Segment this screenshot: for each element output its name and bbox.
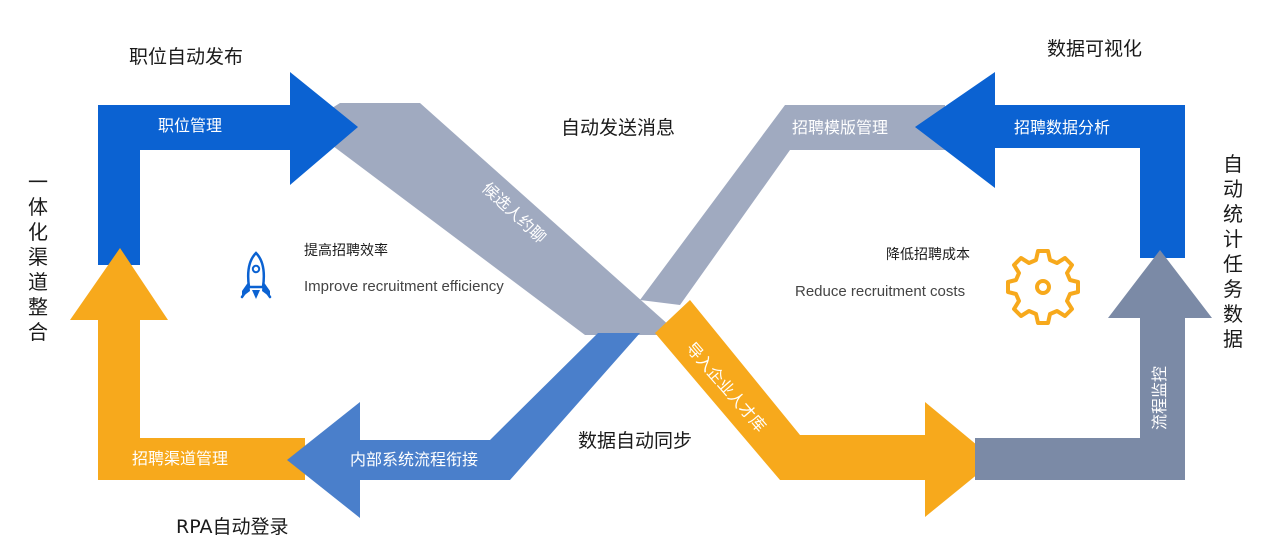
data-analysis-label: 招聘数据分析 [1014, 118, 1111, 137]
rocket-icon [240, 251, 272, 299]
improve-efficiency-cn: 提高招聘效率 [304, 243, 388, 259]
data-auto-sync-label: 数据自动同步 [578, 430, 693, 452]
reduce-cost-cn: 降低招聘成本 [886, 247, 970, 263]
reduce-cost-en: Reduce recruitment costs [795, 283, 966, 300]
auto-task-stats-char: 统 [1223, 202, 1243, 226]
integrated-channel-label: 一体化渠道整合 [28, 170, 48, 345]
gear-icon [1006, 249, 1080, 325]
integrated-channel-char: 体 [28, 195, 48, 219]
import-talent-arrow [925, 402, 995, 517]
auto-task-stats-char: 计 [1223, 227, 1243, 251]
job-management-label: 职位管理 [158, 116, 223, 135]
auto-task-stats-char: 自 [1223, 152, 1243, 176]
internal-process-arrow [287, 402, 360, 518]
auto-task-stats-char: 动 [1223, 177, 1243, 201]
integrated-channel-char: 道 [28, 270, 48, 294]
auto-task-stats-char: 数 [1223, 302, 1243, 326]
auto-send-message-label: 自动发送消息 [561, 117, 676, 139]
template-management-band [640, 105, 945, 305]
integrated-channel-char: 化 [28, 220, 48, 244]
auto-task-stats-label: 自动统计任务数据 [1223, 152, 1243, 352]
job-management-arrow [98, 72, 358, 265]
process-monitor-label: 流程监控 [1150, 365, 1169, 430]
integrated-channel-char: 整 [28, 295, 48, 319]
import-talent-band [655, 300, 930, 480]
template-management-label: 招聘模版管理 [792, 118, 889, 137]
channel-management-arrow [70, 248, 305, 480]
channel-management-label: 招聘渠道管理 [132, 449, 229, 468]
candidate-invite-band [305, 103, 680, 335]
improve-efficiency-en: Improve recruitment efficiency [304, 278, 504, 295]
integrated-channel-char: 一 [28, 170, 48, 194]
auto-task-stats-char: 据 [1223, 327, 1243, 351]
process-monitor-arrow [975, 250, 1212, 480]
integrated-channel-char: 合 [28, 320, 48, 344]
rpa-auto-login-label: RPA自动登录 [176, 516, 289, 538]
auto-task-stats-char: 任 [1223, 252, 1243, 276]
job-auto-publish-label: 职位自动发布 [129, 46, 244, 68]
integrated-channel-char: 渠 [28, 245, 48, 269]
data-analysis-arrow [915, 72, 1185, 258]
internal-process-label: 内部系统流程衔接 [350, 450, 479, 469]
data-visualization-label: 数据可视化 [1047, 38, 1143, 60]
auto-task-stats-char: 务 [1223, 277, 1243, 301]
internal-process-band [360, 333, 640, 480]
